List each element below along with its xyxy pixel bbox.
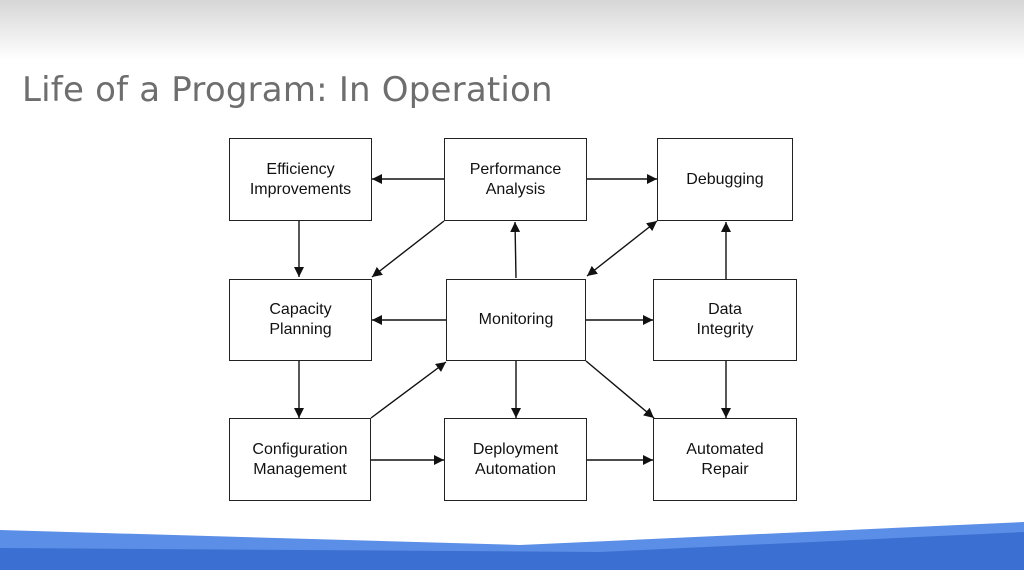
node-label: Automated Repair <box>686 440 764 478</box>
arrow-performance-to-capacity <box>371 220 445 278</box>
node-capacity-planning: Capacity Planning <box>229 279 372 361</box>
slide-header-fade <box>0 0 1024 60</box>
node-label: Efficiency Improvements <box>249 160 352 198</box>
node-configuration-management: Configuration Management <box>229 418 371 501</box>
node-efficiency-improvements: Efficiency Improvements <box>229 138 372 221</box>
node-label: Performance Analysis <box>469 160 562 198</box>
node-automated-repair: Automated Repair <box>653 418 797 501</box>
node-label: Deployment Automation <box>472 440 559 478</box>
node-monitoring: Monitoring <box>446 279 586 361</box>
slide-title: Life of a Program: In Operation <box>22 70 553 110</box>
node-data-integrity: Data Integrity <box>653 279 797 361</box>
node-label: Configuration Management <box>252 440 348 478</box>
arrow-monitoring-debugging-bidirectional <box>586 220 658 277</box>
node-label: Data Integrity <box>696 301 754 338</box>
node-label: Debugging <box>686 170 764 188</box>
node-label: Monitoring <box>478 311 554 328</box>
arrow-monitoring-to-performance <box>510 221 521 279</box>
arrow-monitoring-to-repair <box>585 360 655 419</box>
node-debugging: Debugging <box>657 138 793 221</box>
arrow-configuration-to-monitoring <box>370 361 447 419</box>
node-performance-analysis: Performance Analysis <box>444 138 587 221</box>
node-deployment-automation: Deployment Automation <box>444 418 587 501</box>
node-label: Capacity Planning <box>269 301 332 338</box>
